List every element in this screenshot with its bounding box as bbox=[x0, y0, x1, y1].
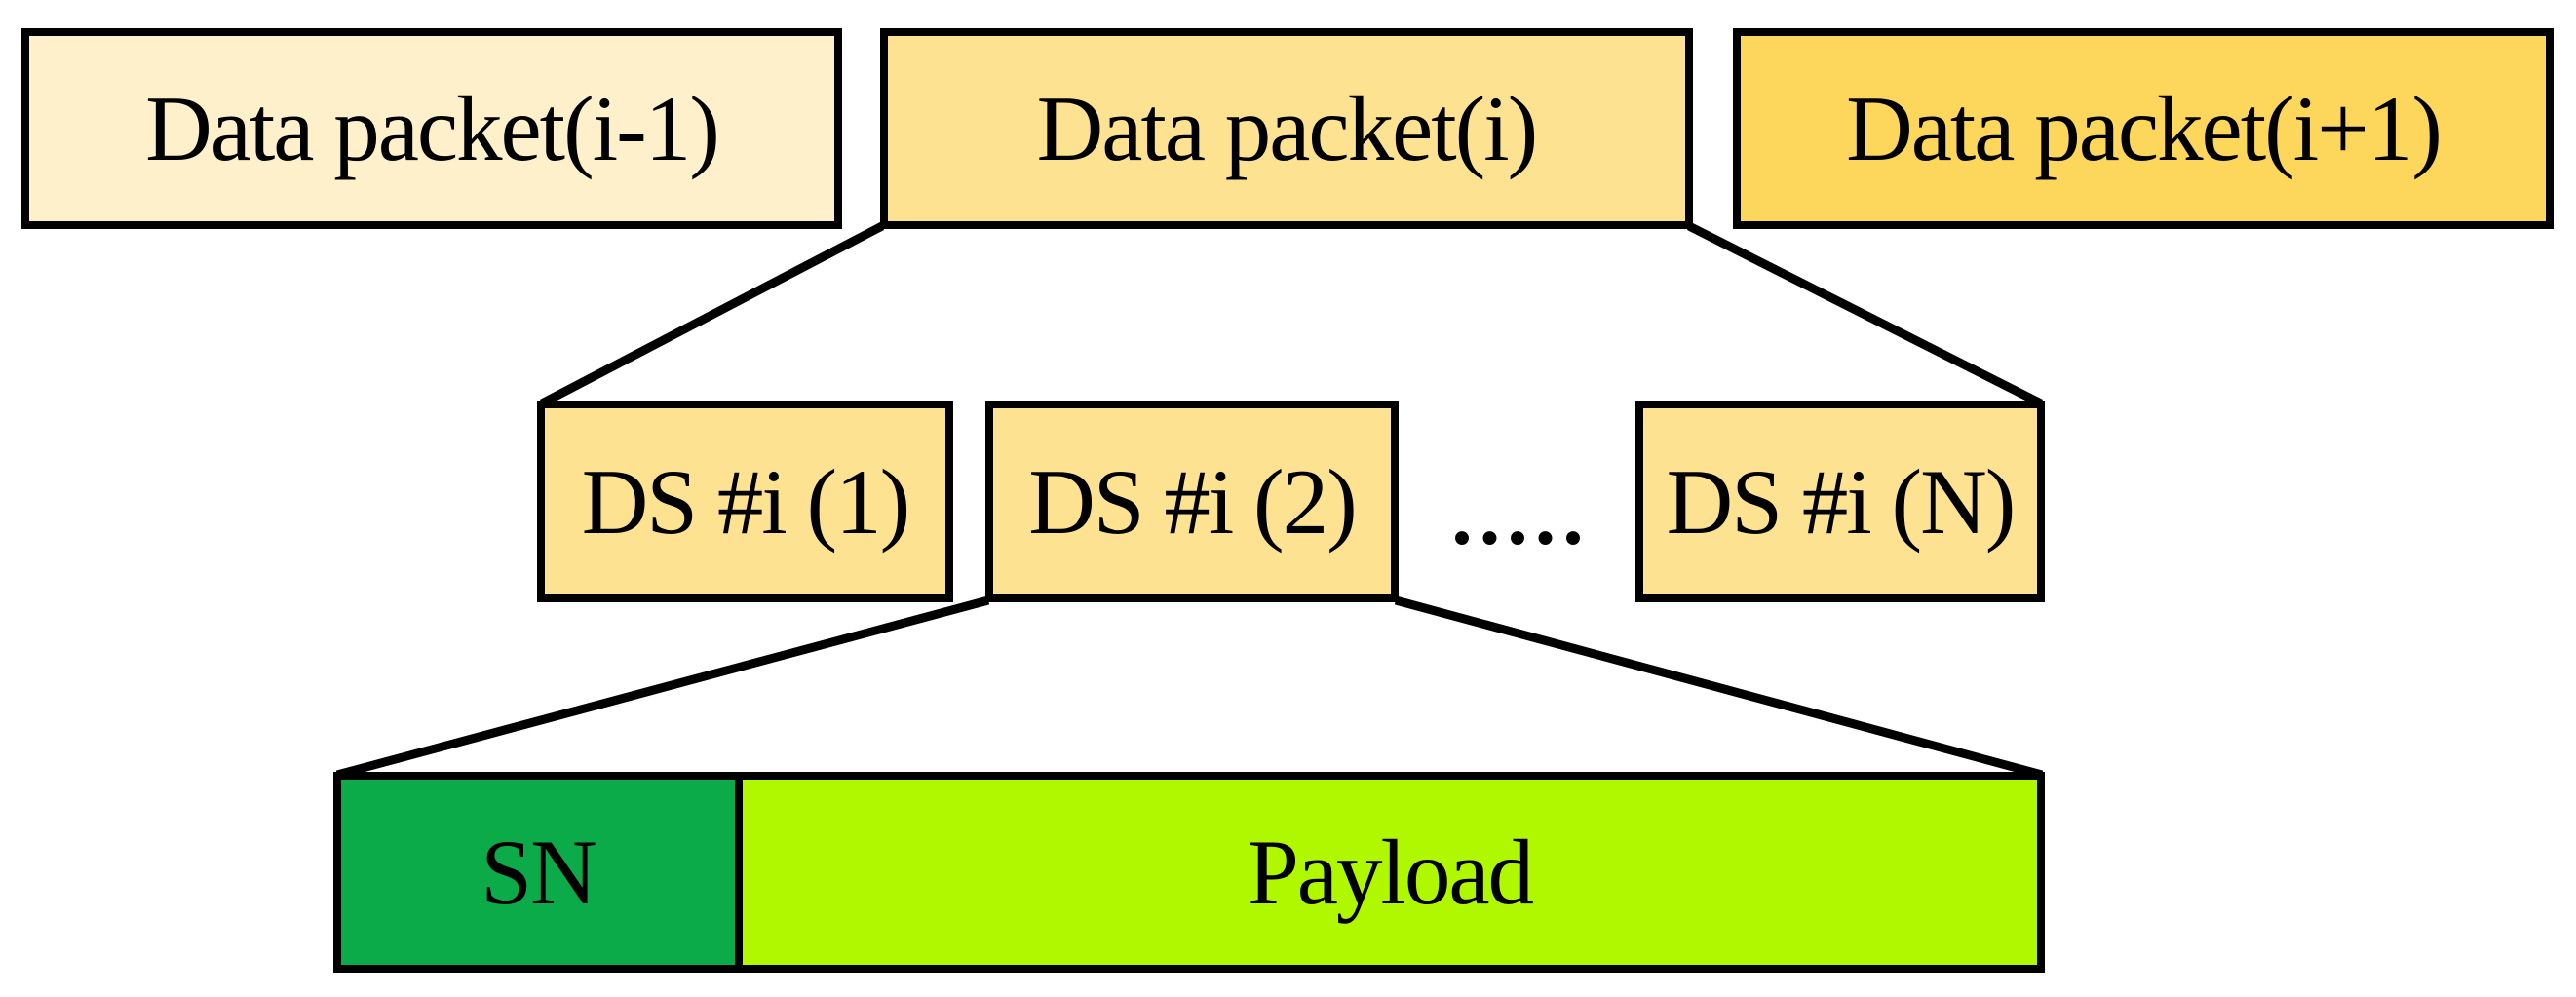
expand-line-ds-to-field-right bbox=[1394, 595, 2044, 780]
box-ds-segment-n: DS #i (N) bbox=[1635, 401, 2045, 602]
box-field-payload: Payload bbox=[735, 772, 2045, 973]
ellipsis-dots: ..... bbox=[1450, 450, 1592, 557]
ellipsis-dots-text: ..... bbox=[1451, 469, 1591, 562]
expand-line-packet-to-ds-left bbox=[539, 222, 885, 407]
box-ds-segment-1: DS #i (1) bbox=[537, 401, 953, 602]
box-data-packet-prev-label: Data packet(i-1) bbox=[145, 77, 720, 180]
box-data-packet-current: Data packet(i) bbox=[880, 28, 1693, 229]
box-ds-segment-2: DS #i (2) bbox=[985, 401, 1399, 602]
box-field-sn: SN bbox=[333, 772, 743, 973]
box-data-packet-next: Data packet(i+1) bbox=[1733, 28, 2554, 229]
expand-line-ds-to-field-left bbox=[335, 595, 990, 780]
box-ds-segment-1-label: DS #i (1) bbox=[581, 449, 911, 554]
box-data-packet-next-label: Data packet(i+1) bbox=[1846, 77, 2442, 180]
box-data-packet-current-label: Data packet(i) bbox=[1036, 77, 1539, 180]
box-field-payload-label: Payload bbox=[1247, 821, 1534, 924]
box-field-sn-label: SN bbox=[481, 821, 596, 924]
box-ds-segment-n-label: DS #i (N) bbox=[1666, 449, 2017, 554]
box-data-packet-prev: Data packet(i-1) bbox=[21, 28, 842, 229]
expand-line-packet-to-ds-right bbox=[1686, 221, 2044, 408]
box-ds-segment-2-label: DS #i (2) bbox=[1028, 449, 1358, 554]
